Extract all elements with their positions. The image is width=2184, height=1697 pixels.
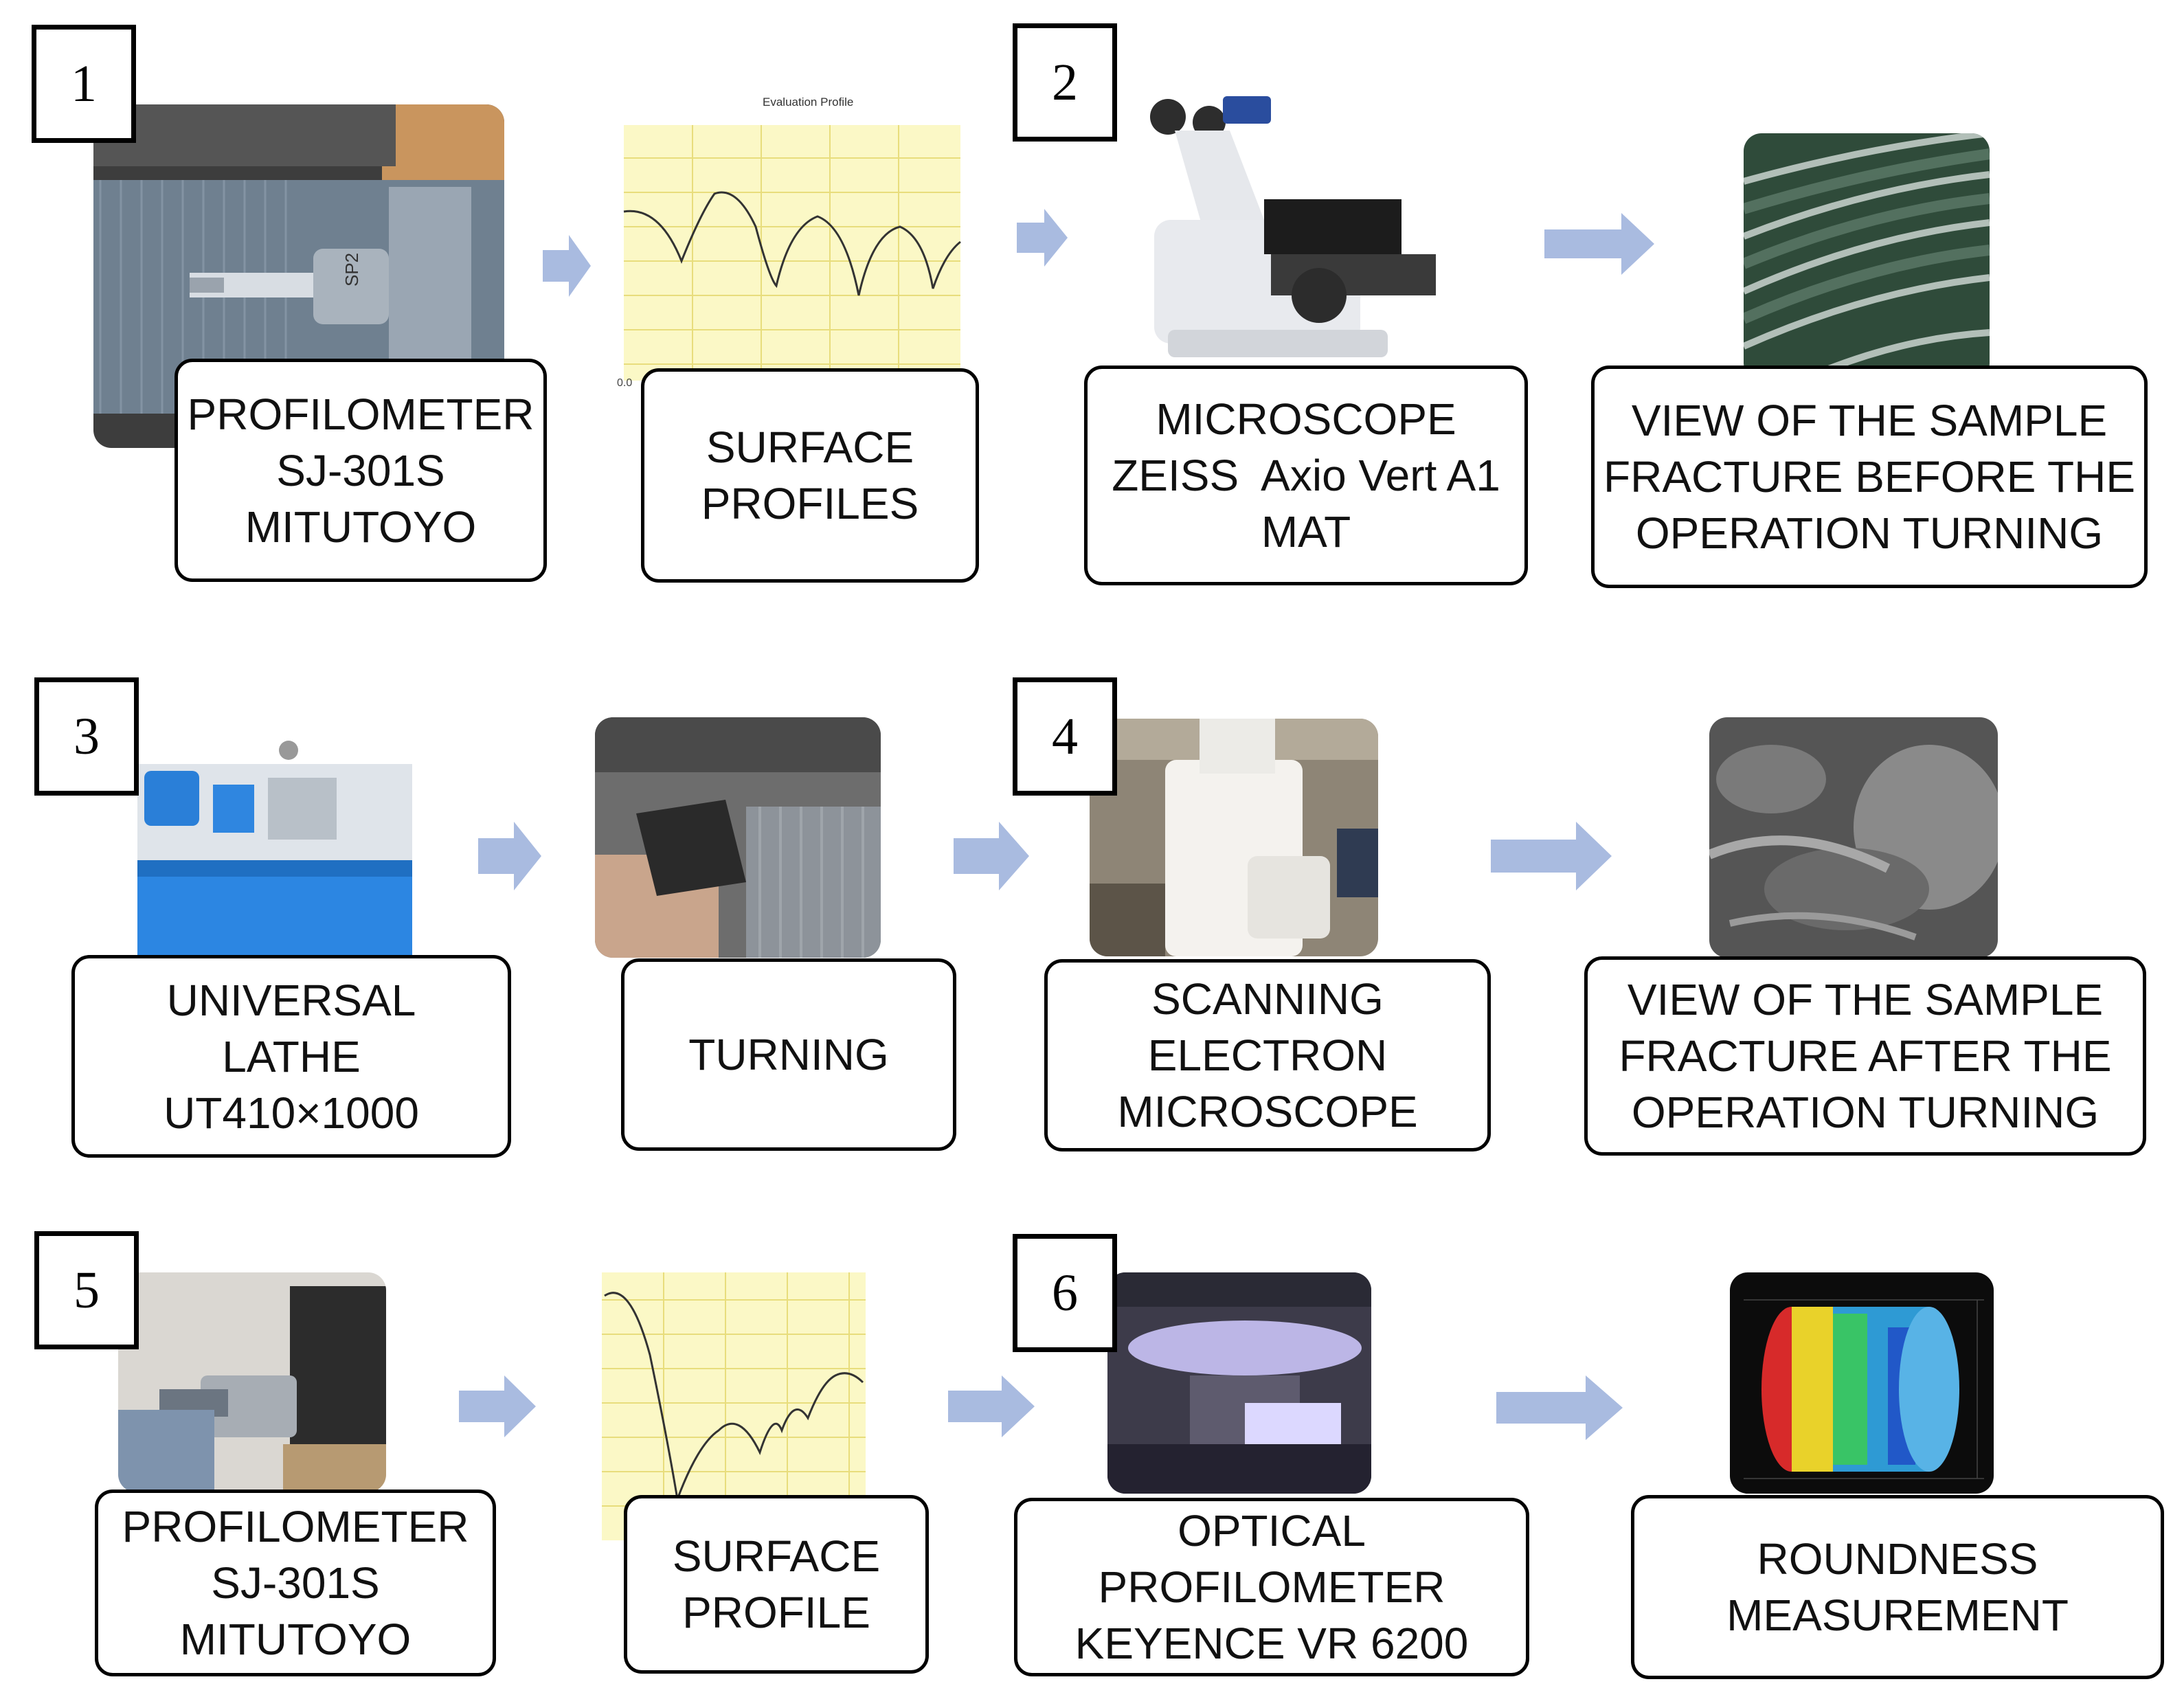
sp2-stamp: SP2	[341, 253, 362, 286]
profilometer-photo-1: SP2	[93, 104, 504, 448]
arrow-icon	[1544, 213, 1654, 275]
label-surface-profile: SURFACE PROFILE	[624, 1495, 929, 1674]
step-number-1: 1	[32, 25, 136, 143]
label-line: UNIVERSAL	[166, 975, 416, 1025]
label-line: PROFILES	[701, 479, 919, 528]
keyence-profilometer-photo	[1107, 1272, 1371, 1494]
label-line: OPERATION TURNING	[1631, 1088, 2099, 1137]
evaluation-profile-graph: Evaluation Profile 0.0	[611, 89, 969, 392]
label-surface-profiles: SURFACE PROFILES	[641, 368, 979, 583]
arrow-icon	[948, 1375, 1035, 1437]
label-microscope: MICROSCOPE ZEISS Axio Vert A1 MAT	[1084, 366, 1528, 585]
label-profilometer-2: PROFILOMETER SJ-301S MITUTOYO	[95, 1490, 496, 1676]
graph-tick: 0.0	[617, 377, 632, 389]
universal-lathe-photo	[131, 723, 419, 956]
profilometer-photo-2	[118, 1272, 386, 1492]
arrow-icon	[1496, 1375, 1623, 1440]
arrow-icon	[478, 822, 541, 890]
label-line: PROFILOMETER	[122, 1502, 469, 1551]
arrow-icon	[1017, 209, 1068, 267]
label-line: VIEW OF THE SAMPLE	[1631, 396, 2108, 445]
label-line: OPTICAL	[1178, 1506, 1366, 1555]
label-line: MICROSCOPE	[1156, 394, 1456, 444]
roundness-3d-photo	[1730, 1272, 1994, 1494]
label-line: MEASUREMENT	[1726, 1591, 2069, 1640]
label-view-before: VIEW OF THE SAMPLE FRACTURE BEFORE THE O…	[1591, 366, 2148, 588]
step-number-5: 5	[34, 1231, 139, 1349]
sample-before-turning-photo	[1744, 133, 1990, 381]
label-line: MITUTOYO	[179, 1615, 412, 1664]
label-line: FRACTURE AFTER THE	[1619, 1031, 2112, 1081]
label-line: VIEW OF THE SAMPLE	[1627, 975, 2104, 1024]
label-line: MICROSCOPE	[1117, 1087, 1418, 1136]
graph-title: Evaluation Profile	[763, 95, 853, 109]
step-number-6: 6	[1013, 1234, 1117, 1352]
label-line: MITUTOYO	[245, 502, 477, 552]
label-line: ROUNDNESS	[1757, 1534, 2038, 1584]
turning-operation-photo	[595, 717, 881, 958]
label-turning: TURNING	[621, 958, 956, 1151]
step-number-4: 4	[1013, 677, 1117, 796]
zeiss-microscope-photo	[1127, 82, 1450, 371]
label-line: MAT	[1261, 507, 1351, 557]
label-line: SJ-301S	[211, 1558, 380, 1608]
label-view-after: VIEW OF THE SAMPLE FRACTURE AFTER THE OP…	[1584, 956, 2146, 1156]
label-line: KEYENCE VR 6200	[1074, 1619, 1469, 1668]
label-roundness: ROUNDNESS MEASUREMENT	[1631, 1495, 2164, 1679]
label-line: ELECTRON	[1147, 1031, 1388, 1080]
label-line: ZEISS Axio Vert A1	[1112, 451, 1500, 500]
arrow-icon	[543, 235, 591, 297]
label-line: OPERATION TURNING	[1635, 508, 2104, 558]
label-line: PROFILE	[682, 1588, 870, 1637]
label-line: SCANNING	[1151, 974, 1384, 1024]
label-line: LATHE	[222, 1031, 361, 1081]
label-line: SJ-301S	[276, 445, 445, 495]
label-line: SURFACE	[672, 1531, 881, 1581]
label-profilometer-1: PROFILOMETER SJ-301S MITUTOYO	[175, 359, 547, 582]
label-sem: SCANNING ELECTRON MICROSCOPE	[1044, 959, 1491, 1151]
label-line: UT410×1000	[164, 1088, 419, 1138]
label-lathe: UNIVERSAL LATHE UT410×1000	[71, 955, 511, 1158]
arrow-icon	[459, 1375, 536, 1437]
label-line: PROFILOMETER	[1098, 1562, 1445, 1612]
sample-after-turning-photo	[1709, 717, 1998, 958]
label-line: SURFACE	[706, 423, 914, 472]
step-number-2: 2	[1013, 23, 1117, 142]
label-optical-profilometer: OPTICAL PROFILOMETER KEYENCE VR 6200	[1014, 1498, 1529, 1676]
arrow-icon	[954, 822, 1029, 890]
step-number-3: 3	[34, 677, 139, 796]
sem-photo	[1090, 719, 1378, 956]
label-line: TURNING	[688, 1030, 889, 1079]
label-line: FRACTURE BEFORE THE	[1603, 452, 2135, 502]
arrow-icon	[1491, 822, 1612, 890]
label-line: PROFILOMETER	[187, 389, 534, 439]
